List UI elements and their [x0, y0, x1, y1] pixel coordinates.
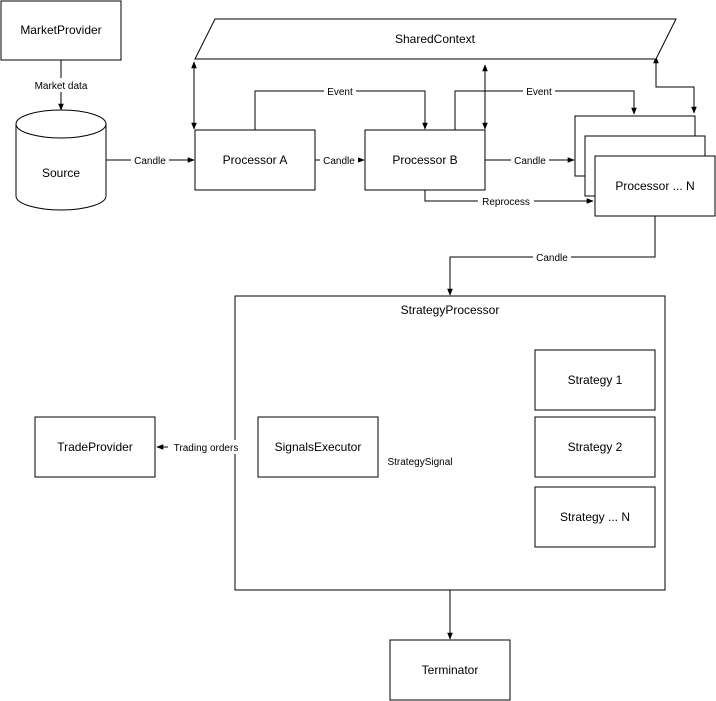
strategy-1-box [534, 349, 656, 411]
processor-a-box [194, 129, 316, 191]
strategy-n-box [534, 486, 656, 548]
edge-label-trading-orders: Trading orders [174, 443, 239, 454]
edge-label-candle-a-b: Candle [323, 156, 355, 167]
signals-executor-label: SignalsExecutor [275, 440, 362, 454]
market-provider-box [0, 0, 122, 61]
edge-label-event-b-n: Event [526, 87, 552, 98]
trade-provider-box [34, 416, 156, 478]
terminator-box [389, 639, 511, 701]
edge-context-processor-n [653, 56, 697, 114]
processor-n-box [594, 155, 716, 217]
edge-label-candle-source-a: Candle [134, 156, 166, 167]
market-provider-label: MarketProvider [20, 23, 101, 37]
terminator-label: Terminator [422, 663, 479, 677]
processor-a-label: Processor A [223, 153, 288, 167]
edge-reprocess [424, 190, 594, 204]
source-label: Source [42, 166, 80, 180]
processor-b-label: Processor B [392, 153, 457, 167]
edge-label-event-a-b: Event [327, 87, 353, 98]
shared-context-label: SharedContext [395, 32, 476, 46]
processor-n-label: Processor ... N [615, 179, 694, 193]
edge-label-reprocess: Reprocess [482, 197, 530, 208]
strategy-n-label: Strategy ... N [560, 510, 630, 524]
edge-label-strategy-signal: StrategySignal [387, 457, 452, 468]
processor-b-box [364, 129, 486, 191]
strategy-2-box [534, 416, 656, 478]
edge-label-market-data: Market data [35, 81, 88, 92]
edge-label-candle-b-n: Candle [514, 156, 546, 167]
strategy-processor-label: StrategyProcessor [401, 303, 500, 317]
edge-label-candle-n-strategy: Candle [536, 253, 568, 264]
strategy-2-label: Strategy 2 [568, 440, 623, 454]
signals-executor-box [257, 416, 379, 478]
source-cylinder [15, 109, 107, 211]
strategy-1-label: Strategy 1 [568, 373, 623, 387]
trade-provider-label: TradeProvider [57, 440, 133, 454]
shared-context-shape [194, 18, 677, 60]
